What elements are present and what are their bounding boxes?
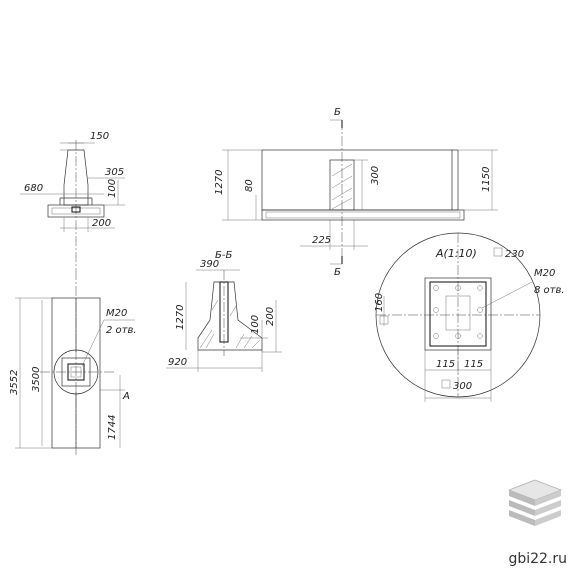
marker-A: A [122,391,130,402]
plan-view: M20 2 отв. 3552 3500 A 1744 [9,270,137,455]
dim-3552: 3552 [9,370,20,395]
dim-920: 920 [168,357,187,368]
section-hatch [199,299,261,349]
dim-100-sec: 100 [250,315,261,334]
dim-1270-main: 1270 [214,170,225,195]
watermark-logo [508,479,562,526]
section-mark-bottom: Б [334,267,341,278]
dim-160: 160 [374,293,385,312]
dim-115-left: 115 [436,359,455,370]
dim-1270-sec: 1270 [175,305,186,330]
section-mark-top: Б [334,107,341,118]
detail-A: А(1:10) 230 M20 8 отв. 160 115 115 300 [374,232,565,402]
dim-305: 305 [105,167,124,178]
holes-2-plan: 2 отв. [106,325,137,336]
dim-M20-plan: M20 [106,308,127,319]
dim-680: 680 [24,183,43,194]
section-title: Б-Б [215,250,232,261]
dim-100-side: 100 [107,179,118,198]
dim-200-sec: 200 [265,307,276,326]
watermark-text: gbi22.ru [508,551,567,567]
dim-230: 230 [505,249,524,260]
detail-title: А(1:10) [435,247,477,260]
dim-300-detail: 300 [453,381,472,392]
dim-1744: 1744 [107,415,118,440]
holes-8-detail: 8 отв. [534,285,565,296]
dim-M20-detail: M20 [534,268,555,279]
dim-80: 80 [244,179,255,192]
section-view: Б-Б 390 1270 100 200 920 [166,250,282,372]
side-view: 150 305 680 100 200 [20,131,125,270]
dim-150: 150 [90,131,109,142]
dim-3500: 3500 [31,367,42,392]
dim-390: 390 [200,259,219,270]
dim-115-right: 115 [464,359,483,370]
front-view: Б Б 1270 80 300 1150 225 [214,107,498,278]
dim-1150: 1150 [481,167,492,192]
dim-300-main: 300 [370,166,381,185]
anchor-bolts [433,285,483,339]
dim-225: 225 [312,235,331,246]
dim-200-side: 200 [92,218,111,229]
